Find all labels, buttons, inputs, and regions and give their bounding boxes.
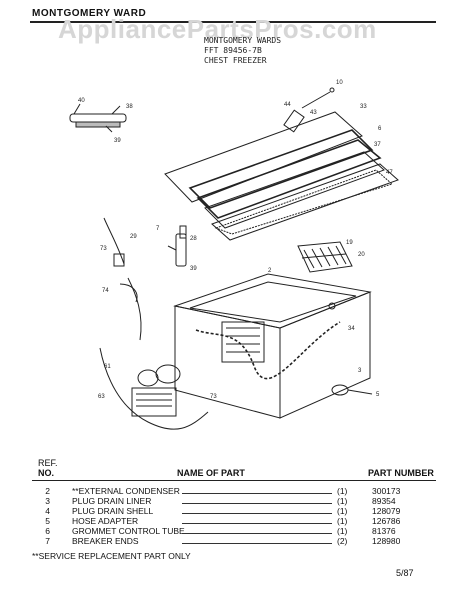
ref-no: 2	[45, 486, 50, 496]
table-rule	[32, 480, 436, 481]
ref-no: 3	[45, 496, 50, 506]
part-qty: (1)	[337, 506, 348, 516]
callout-label: 20	[358, 252, 365, 258]
callout-label: 19	[346, 240, 353, 246]
callout-label: 10	[336, 80, 343, 86]
callout-label: 40	[78, 98, 85, 104]
part-qty: (1)	[337, 486, 348, 496]
basket	[297, 241, 353, 273]
callout-label: 47	[386, 170, 393, 176]
table-row: 4 PLUG DRAIN SHELL (1) 128079	[32, 506, 436, 516]
callout-label: 29	[130, 234, 137, 240]
lid-assembly	[164, 111, 399, 241]
part-number: 300173	[372, 486, 401, 496]
compressor-assembly	[99, 217, 209, 430]
part-qty: (2)	[337, 536, 348, 546]
model-line: CHEST FREEZER	[204, 56, 267, 65]
table-row: 7 BREAKER ENDS (2) 128980	[32, 536, 436, 546]
part-number: 126786	[372, 516, 401, 526]
callout-label: 38	[126, 104, 133, 110]
model-line: FFT 89456-7B	[204, 46, 262, 55]
ref-no: 5	[45, 516, 50, 526]
part-name: PLUG DRAIN LINER	[72, 496, 152, 506]
ref-no: 4	[45, 506, 50, 516]
part-number: 81376	[372, 526, 396, 536]
leader-line	[182, 523, 332, 524]
callout-label: 73	[100, 246, 107, 252]
handle-assembly	[69, 103, 127, 133]
ref-label-top: REF.	[38, 458, 58, 468]
part-qty: (1)	[337, 516, 348, 526]
callout-label: 7	[156, 226, 160, 232]
callout-label: 44	[284, 102, 291, 108]
part-qty: (1)	[337, 526, 348, 536]
parts-rows: 2 **EXTERNAL CONDENSER (1) 300173 3 PLUG…	[32, 486, 436, 546]
callout-label: 63	[98, 394, 105, 400]
name-column-header: NAME OF PART	[177, 468, 245, 478]
callout-label: 6	[378, 126, 382, 132]
ref-no: 7	[45, 536, 50, 546]
freezer-cabinet	[173, 273, 372, 419]
part-name: HOSE ADAPTER	[72, 516, 139, 526]
part-number: 128079	[372, 506, 401, 516]
part-name: **EXTERNAL CONDENSER	[72, 486, 180, 496]
leader-line	[182, 493, 332, 494]
table-row: 6 GROMMET CONTROL TUBE (1) 81376	[32, 526, 436, 536]
callout-label: 3	[358, 368, 362, 374]
leader-line	[182, 543, 332, 544]
callout-label: 39	[114, 138, 121, 144]
leader-line	[182, 503, 332, 504]
callout-label: 39	[190, 266, 197, 272]
part-number: 128980	[372, 536, 401, 546]
table-row: 2 **EXTERNAL CONDENSER (1) 300173	[32, 486, 436, 496]
callout-label: 34	[348, 326, 355, 332]
part-number-column-header: PART NUMBER	[368, 468, 434, 478]
exploded-parts-diagram: 40 38 39 10 44 43 33 6 37 47 73 29 28 39…	[69, 80, 399, 430]
callout-label: 37	[374, 142, 381, 148]
callout-label: 43	[310, 110, 317, 116]
part-name: PLUG DRAIN SHELL	[72, 506, 154, 516]
table-row: 3 PLUG DRAIN LINER (1) 89354	[32, 496, 436, 506]
table-row: 5 HOSE ADAPTER (1) 126786	[32, 516, 436, 526]
ref-no: 6	[45, 526, 50, 536]
callout-label: 28	[190, 236, 197, 242]
brand-title: MONTGOMERY WARD	[32, 8, 147, 19]
model-line: MONTGOMERY WARDS	[204, 36, 282, 45]
callout-label: 61	[104, 364, 111, 370]
part-name: BREAKER ENDS	[72, 536, 139, 546]
revision-date: 5/87	[396, 568, 414, 578]
lock-assembly	[283, 87, 335, 133]
callout-label: 74	[102, 288, 109, 294]
brand-rule	[30, 21, 436, 23]
model-info: MONTGOMERY WARDS FFT 89456-7B CHEST FREE…	[204, 36, 281, 66]
ref-column-header: NO.	[38, 468, 55, 478]
part-name: GROMMET CONTROL TUBE	[72, 526, 185, 536]
callout-label: 2	[268, 268, 272, 274]
leader-line	[182, 513, 332, 514]
part-qty: (1)	[337, 496, 348, 506]
watermark: AppliancePartsPros.com	[58, 14, 377, 44]
callout-label: 73	[210, 394, 217, 400]
callout-label: 5	[376, 392, 380, 398]
callout-label: 33	[360, 104, 367, 110]
hinge	[167, 225, 187, 267]
footnote: **SERVICE REPLACEMENT PART ONLY	[32, 551, 191, 561]
leader-line	[182, 533, 332, 534]
part-number: 89354	[372, 496, 396, 506]
small-parts	[328, 302, 373, 396]
